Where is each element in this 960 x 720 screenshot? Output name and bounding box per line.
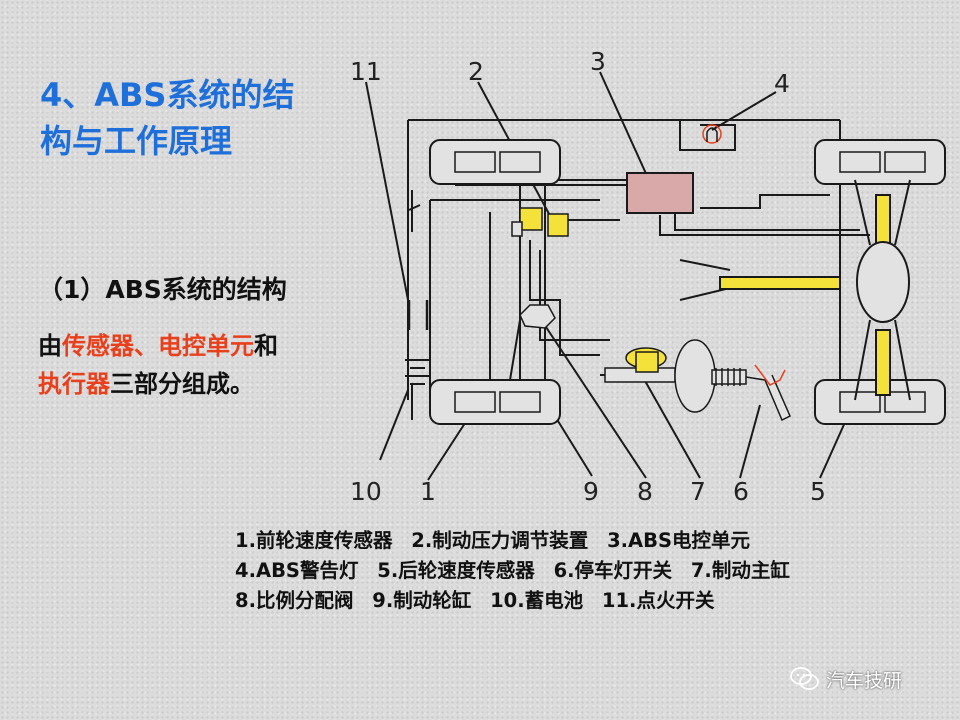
legend-row: 1.前轮速度传感器 2.制动压力调节装置 3.ABS电控单元 <box>235 526 935 556</box>
diagram-number-4: 4 <box>774 69 790 98</box>
composition-connector: 和 <box>254 332 278 360</box>
legend-row: 4.ABS警告灯 5.后轮速度传感器 6.停车灯开关 7.制动主缸 <box>235 556 935 586</box>
legend-item: 10.蓄电池 <box>490 589 584 612</box>
diagram-number-5: 5 <box>810 477 826 506</box>
diagram-number-8: 8 <box>637 477 653 506</box>
abs-system-diagram: 11 2 3 4 10 1 9 8 7 6 5 <box>350 47 946 506</box>
legend-item: 8.比例分配阀 <box>235 589 354 612</box>
composition-prefix: 由 <box>38 332 62 360</box>
title-line-2: 构与工作原理 <box>40 122 233 160</box>
composition-highlight-actuator: 执行器 <box>38 370 110 398</box>
section-heading: （1）ABS系统的结构 <box>38 275 287 304</box>
composition-text: 由传感器、电控单元和执行器三部分组成。 <box>38 327 368 403</box>
legend-item: 1.前轮速度传感器 <box>235 529 393 552</box>
legend-item: 2.制动压力调节装置 <box>411 529 589 552</box>
legend-item: 7.制动主缸 <box>690 559 790 582</box>
diagram-number-3: 3 <box>590 47 606 76</box>
diagram-number-9: 9 <box>583 477 599 506</box>
diagram-number-1: 1 <box>420 477 436 506</box>
page-title: 4、ABS系统的结 构与工作原理 <box>40 72 340 164</box>
legend-item: 6.停车灯开关 <box>553 559 673 582</box>
diagram-number-11: 11 <box>350 57 382 86</box>
diagram-number-6: 6 <box>733 477 749 506</box>
wechat-icon <box>790 667 819 690</box>
diagram-number-10: 10 <box>350 477 382 506</box>
legend-row: 8.比例分配阀 9.制动轮缸 10.蓄电池 11.点火开关 <box>235 586 935 616</box>
legend-item: 9.制动轮缸 <box>372 589 472 612</box>
composition-suffix: 三部分组成。 <box>110 370 254 398</box>
warning-lamp-icon <box>702 124 722 144</box>
watermark-text: 汽车技研 <box>826 669 903 692</box>
diagram-number-2: 2 <box>468 57 484 86</box>
legend-item: 3.ABS电控单元 <box>607 529 751 552</box>
composition-highlight-sensors-ecu: 传感器、电控单元 <box>62 332 254 360</box>
title-line-1: 4、ABS系统的结 <box>40 76 295 114</box>
watermark: 汽车技研 <box>790 664 902 694</box>
diagram-number-7: 7 <box>690 477 706 506</box>
legend-item: 11.点火开关 <box>601 589 715 612</box>
component-legend: 1.前轮速度传感器 2.制动压力调节装置 3.ABS电控单元 4.ABS警告灯 … <box>235 526 935 616</box>
legend-item: 5.后轮速度传感器 <box>377 559 535 582</box>
legend-item: 4.ABS警告灯 <box>235 559 359 582</box>
